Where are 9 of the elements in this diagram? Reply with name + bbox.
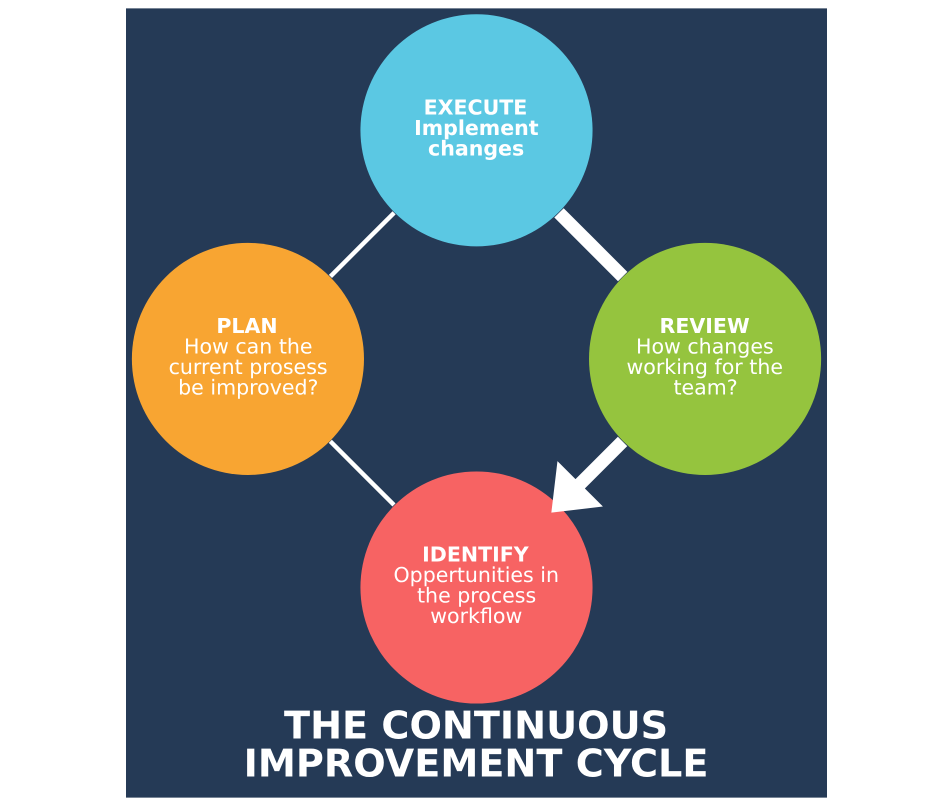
node-circle: IDENTIFY Oppertunities in the process workflow — [360, 471, 592, 704]
connector — [328, 211, 396, 278]
arrow — [550, 436, 627, 513]
node-circle: PLAN How can the current prosess be improved? — [131, 242, 364, 475]
node-circle: EXECUTE Implement changes — [360, 14, 592, 246]
connector — [554, 208, 627, 282]
connector — [328, 440, 396, 507]
node-circle: REVIEW How changes working for the team? — [588, 242, 821, 475]
diagram-title: THE CONTINUOUS IMPROVEMENT CYCLE — [243, 704, 708, 787]
